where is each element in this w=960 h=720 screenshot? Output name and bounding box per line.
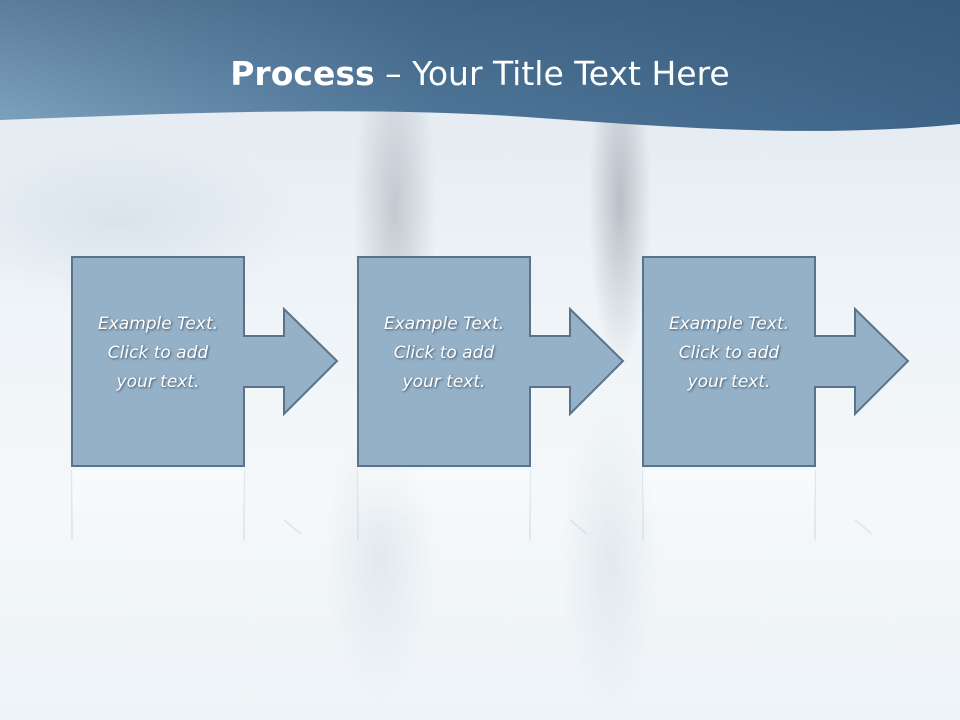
step-2-line-3: your text. <box>402 372 486 392</box>
step-3-line-1: Example Text. <box>668 314 790 334</box>
step-1-line-1: Example Text. <box>97 314 219 334</box>
step-2-line-1: Example Text. <box>383 314 505 334</box>
step-3-line-3: your text. <box>687 372 771 392</box>
title-rest: – Your Title Text Here <box>374 54 730 93</box>
page-title: Process – Your Title Text Here <box>0 52 960 96</box>
step-2-reflection <box>357 470 588 540</box>
header-wave <box>0 0 960 131</box>
process-step-1[interactable]: Example Text. Click to add your text. <box>71 256 339 468</box>
step-arrow-shape <box>642 256 910 467</box>
step-arrow-shape <box>357 256 625 467</box>
process-step-2[interactable]: Example Text. Click to add your text. <box>357 256 625 468</box>
title-bold: Process <box>230 54 375 93</box>
step-2-text[interactable]: Example Text. Click to add your text. <box>357 310 531 397</box>
step-2-line-2: Click to add <box>393 343 495 363</box>
step-1-reflection <box>71 470 302 540</box>
step-arrow-shape <box>71 256 339 467</box>
process-step-3[interactable]: Example Text. Click to add your text. <box>642 256 910 468</box>
step-1-text[interactable]: Example Text. Click to add your text. <box>71 310 245 397</box>
step-3-line-2: Click to add <box>678 343 780 363</box>
step-1-line-3: your text. <box>116 372 200 392</box>
step-3-reflection <box>642 470 873 540</box>
step-1-line-2: Click to add <box>107 343 209 363</box>
step-3-text[interactable]: Example Text. Click to add your text. <box>642 310 816 397</box>
